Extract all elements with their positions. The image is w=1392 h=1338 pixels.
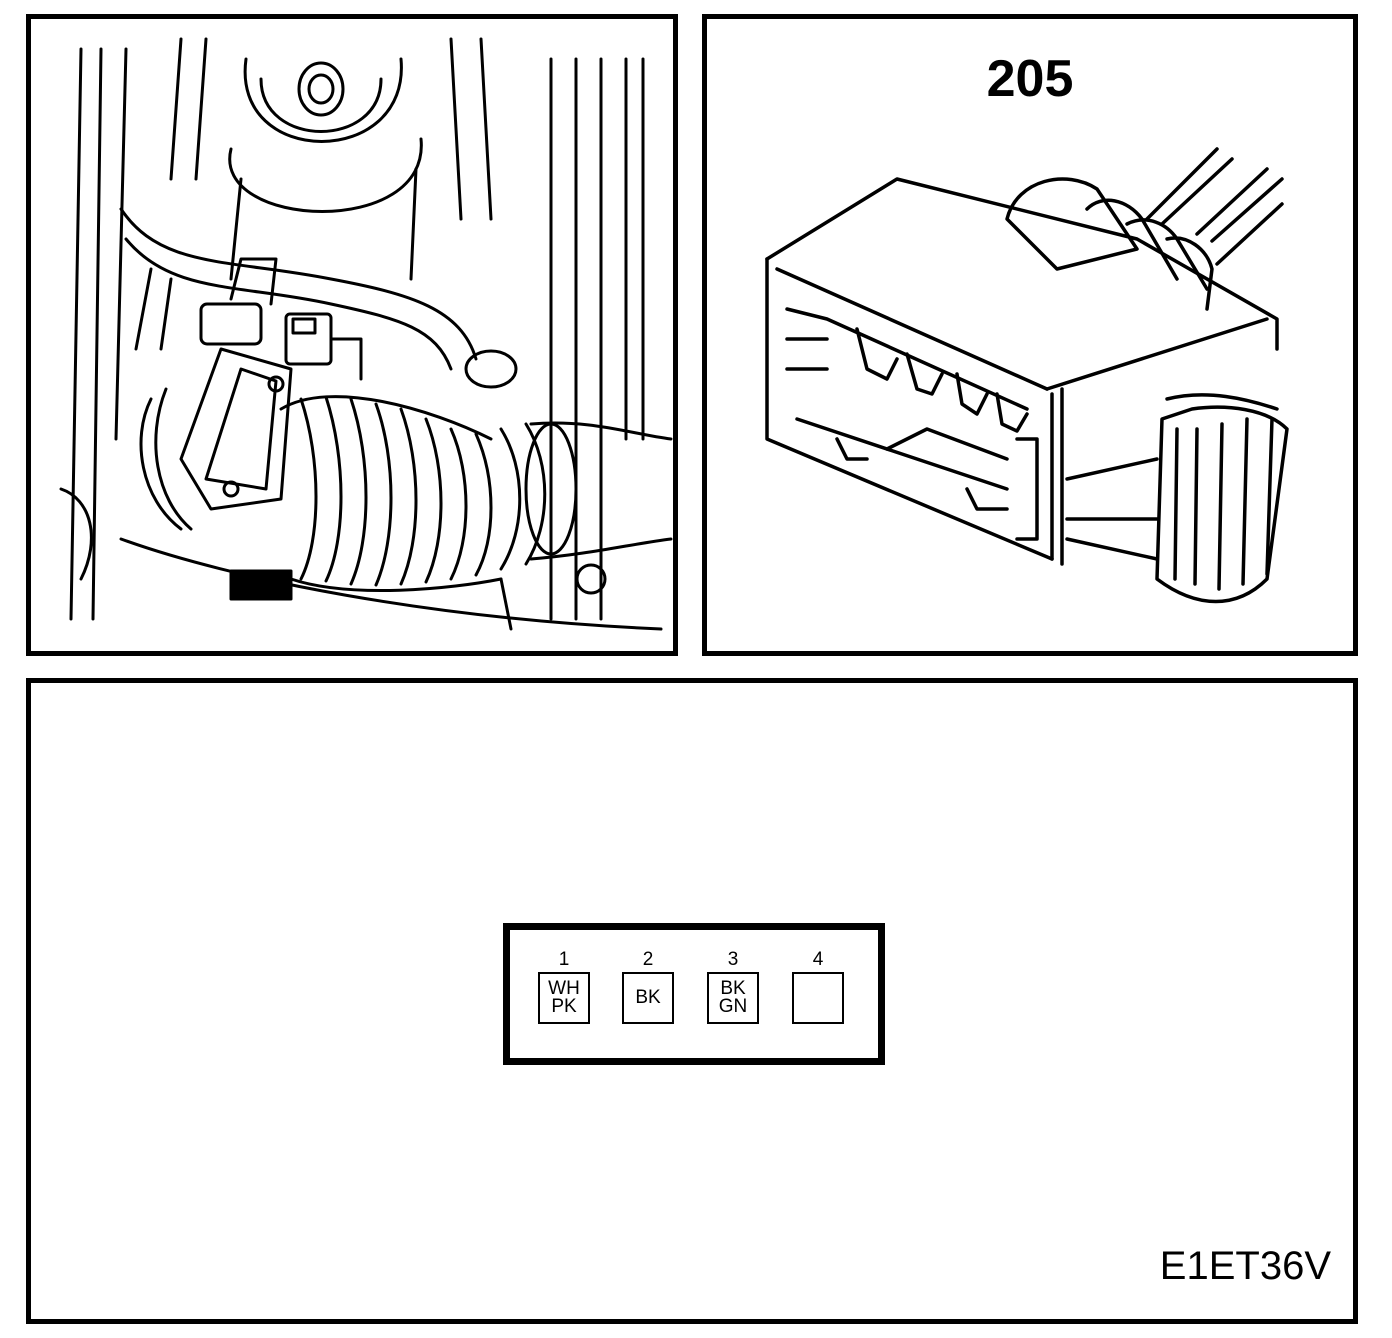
figure-code: E1ET36V — [1159, 1244, 1331, 1288]
pin-1: 1 WH PK — [536, 950, 592, 1024]
pin-4: 4 — [790, 950, 846, 1024]
pinout-panel: 1 WH PK 2 BK 3 BK GN 4 — [26, 678, 1358, 1324]
pin-2: 2 BK — [620, 950, 676, 1024]
wire-color-primary: BK — [635, 987, 661, 1008]
location-illustration-panel — [26, 14, 678, 656]
connector-illustration — [765, 147, 1289, 604]
pin-wire-color: BK — [622, 972, 674, 1024]
connector-number: 205 — [986, 50, 1074, 108]
pin-3: 3 BK GN — [705, 950, 761, 1024]
connector-pinout: 1 WH PK 2 BK 3 BK GN 4 — [503, 923, 885, 1065]
wire-color-primary: BK — [720, 978, 746, 999]
wire-color-primary: WH — [548, 978, 580, 999]
wire-color-secondary: GN — [718, 996, 748, 1017]
pin-number: 3 — [727, 949, 739, 970]
pin-wire-color: BK GN — [707, 972, 759, 1024]
pin-number: 1 — [558, 949, 570, 970]
engine-bay-illustration — [59, 37, 673, 631]
pin-wire-color: WH PK — [538, 972, 590, 1024]
pin-number: 2 — [642, 949, 654, 970]
connector-illustration-panel: 205 — [702, 14, 1358, 656]
wire-color-secondary: PK — [551, 996, 577, 1017]
pin-number: 4 — [812, 949, 824, 970]
pin-wire-color — [792, 972, 844, 1024]
